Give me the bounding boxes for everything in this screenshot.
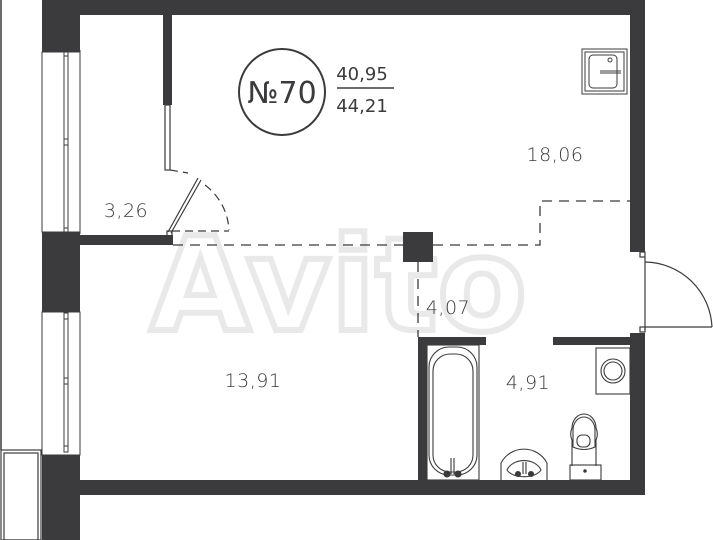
wall-bottom [60, 480, 645, 495]
room-area-corridor: 4,07 [426, 297, 470, 319]
wall-bath-top-right [553, 337, 638, 345]
window-lower [41, 311, 81, 456]
wall-left-bottom [42, 455, 80, 540]
apartment-number: №70 [247, 76, 316, 111]
toilet-icon [569, 413, 602, 481]
kitchen-sink-icon [581, 48, 628, 95]
windows [41, 49, 81, 456]
entrance-door [639, 251, 713, 333]
wall-right-upper [630, 0, 645, 252]
wall-bath-left [418, 337, 427, 487]
apartment-badge: №70 40,95 44,21 [238, 48, 394, 136]
washing-machine-icon [595, 347, 631, 395]
wall-closet-vertical [163, 15, 172, 105]
apartment-number-circle [238, 48, 326, 136]
room-area-bedroom: 13,91 [225, 370, 282, 392]
zone-lines [173, 200, 630, 337]
wall-top [42, 0, 645, 15]
room-area-hallway-closet: 3,26 [104, 200, 148, 222]
room-area-kitchen-living: 18,06 [527, 144, 584, 166]
room-area-bathroom: 4,91 [506, 372, 550, 394]
window-upper [41, 49, 81, 235]
wall-left-middle [42, 232, 80, 312]
bathtub-icon [426, 344, 480, 481]
wall-left-top [42, 0, 80, 52]
walls [42, 0, 645, 540]
washbasin-icon [500, 448, 548, 480]
column [403, 232, 433, 262]
living-area: 40,95 [336, 64, 388, 85]
balcony [0, 449, 42, 540]
total-area: 44,21 [336, 96, 388, 117]
wall-hall-horizontal [80, 235, 173, 245]
wall-right-lower [630, 333, 645, 495]
closet-door [164, 104, 230, 237]
wall-bath-top-left [418, 337, 486, 345]
